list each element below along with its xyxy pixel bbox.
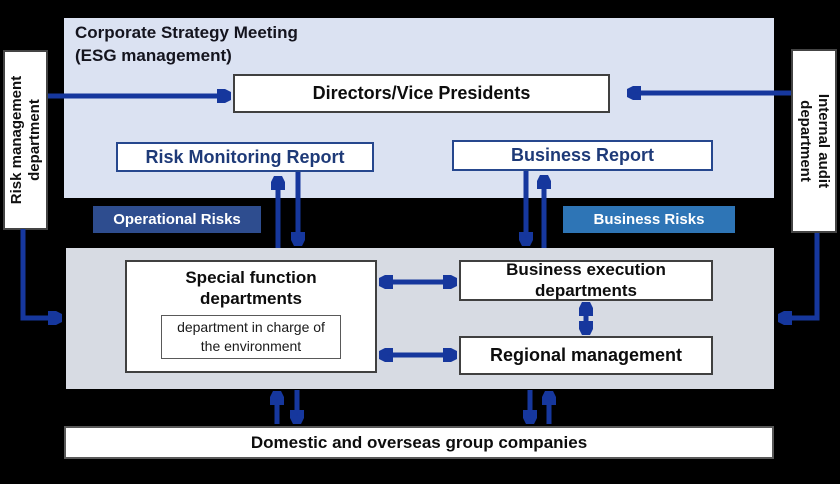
business-report-box: Business Report <box>452 140 713 171</box>
internal-audit-department-box: Internal audit department <box>791 49 837 233</box>
risk-management-department-label: Risk management department <box>8 76 44 204</box>
group-companies-bar: Domestic and overseas group companies <box>64 426 774 459</box>
business-risks-badge: Business Risks <box>563 206 735 233</box>
internal-audit-department-label: Internal audit department <box>796 94 832 188</box>
risk-management-department-box: Risk management department <box>3 50 48 230</box>
departments-panel: Special function departments department … <box>66 248 774 389</box>
panel-title-line1: Corporate Strategy Meeting <box>75 23 298 42</box>
risk-management-label-line2: department <box>25 99 43 181</box>
environment-department-box: department in charge of the environment <box>161 314 341 359</box>
regional-management-box: Regional management <box>459 336 713 375</box>
panel-title-line2: (ESG management) <box>75 45 232 65</box>
corporate-strategy-panel: Corporate Strategy Meeting (ESG manageme… <box>64 18 774 198</box>
risk-management-label-line1: Risk management <box>7 75 25 205</box>
directors-box: Directors/Vice Presidents <box>233 74 610 113</box>
risk-monitoring-report-box: Risk Monitoring Report <box>116 142 374 172</box>
arrow-riskmgmt-to-departments-panel <box>20 229 58 318</box>
internal-audit-label-line1: Internal audit <box>815 93 832 189</box>
special-function-departments-label: Special function departments <box>185 268 317 309</box>
panel-title: Corporate Strategy Meeting (ESG manageme… <box>75 22 298 68</box>
special-function-departments-box: Special function departments department … <box>125 260 377 373</box>
operational-risks-badge: Operational Risks <box>93 206 261 233</box>
arrow-internalaudit-to-departments-panel <box>782 233 820 318</box>
business-execution-departments-box: Business execution departments <box>459 260 713 301</box>
internal-audit-label-line2: department <box>797 100 814 182</box>
